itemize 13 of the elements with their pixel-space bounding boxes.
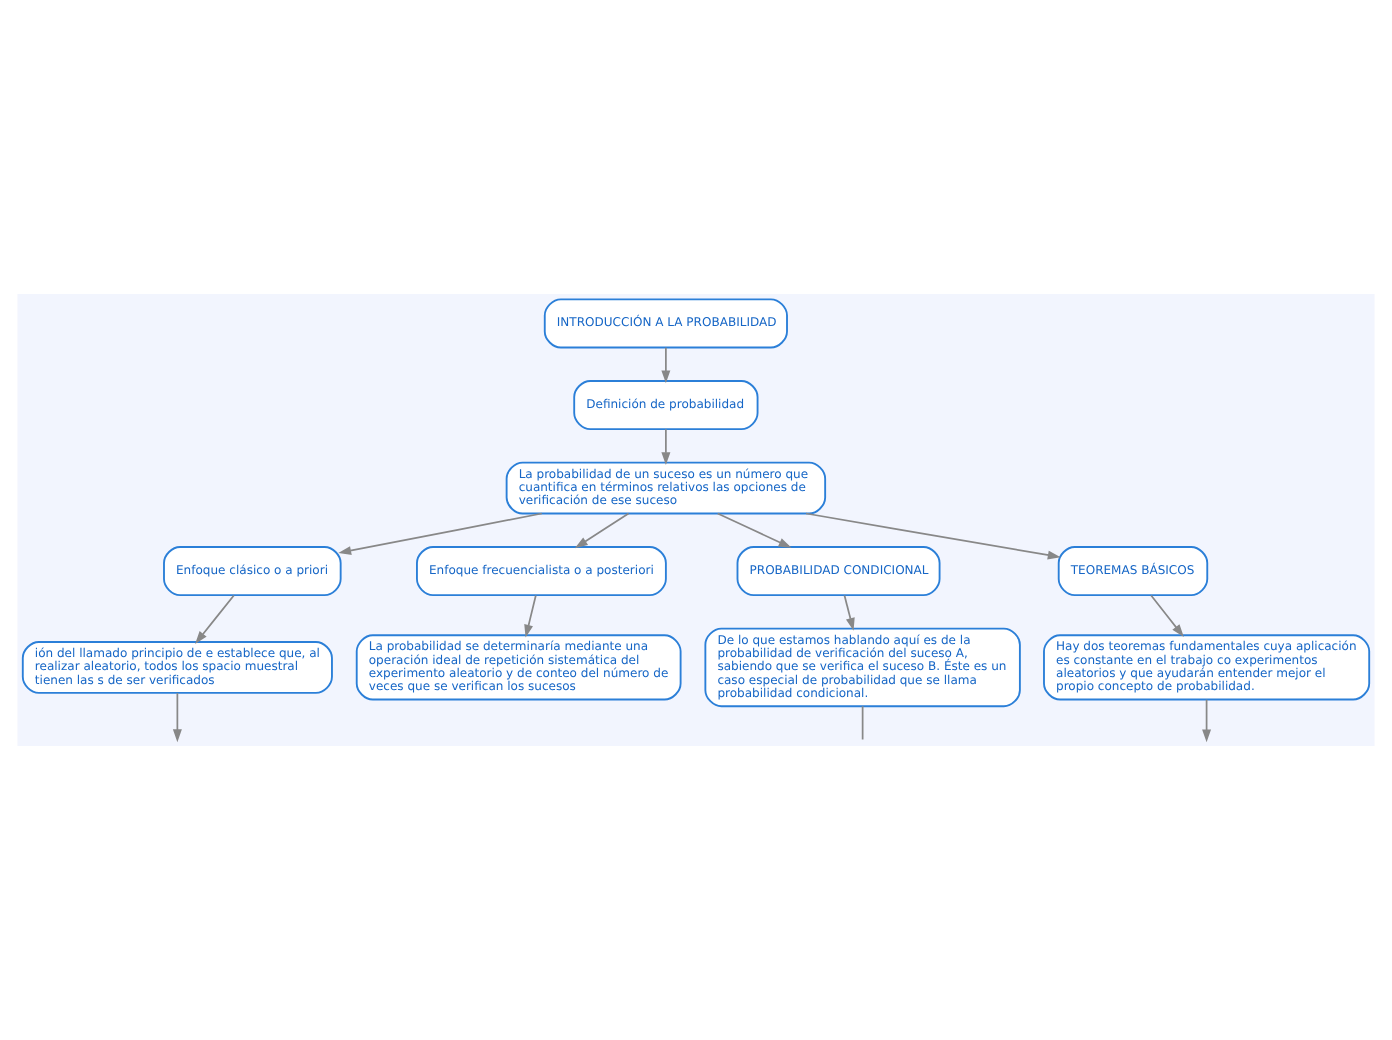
arrow <box>1150 594 1184 638</box>
arrow <box>843 594 855 631</box>
arrow <box>661 428 671 466</box>
arrow <box>574 512 630 549</box>
arrow <box>661 346 671 384</box>
arrow <box>338 512 543 555</box>
arrow <box>805 512 1061 560</box>
connector <box>861 705 864 741</box>
arrow <box>524 594 537 638</box>
arrow <box>1202 698 1212 743</box>
arrow <box>195 594 235 644</box>
arrow <box>172 692 182 743</box>
arrow <box>716 512 792 548</box>
